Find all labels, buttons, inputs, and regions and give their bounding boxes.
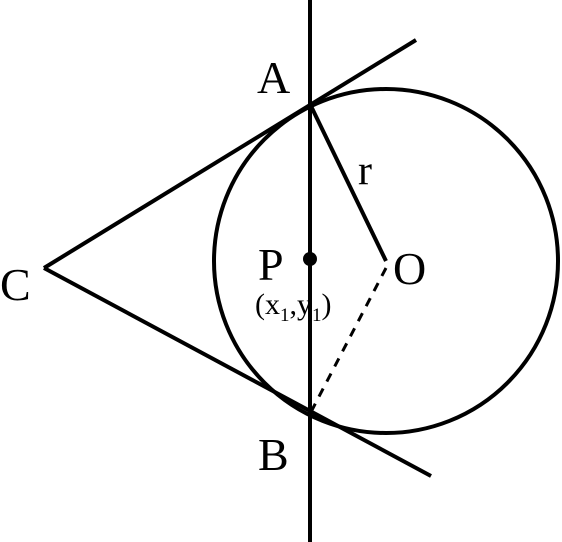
label-a: A xyxy=(257,52,290,103)
circle xyxy=(212,87,560,435)
coord-sub-2: 1 xyxy=(312,305,322,326)
tangent-line-cb xyxy=(43,266,432,478)
label-o: O xyxy=(393,243,426,294)
coord-mid: ,y xyxy=(290,288,313,321)
label-p: P xyxy=(258,239,284,290)
label-b: B xyxy=(258,429,289,480)
tangent-line-ca xyxy=(42,38,418,270)
label-r: r xyxy=(358,148,372,194)
coord-open: (x xyxy=(255,288,280,321)
label-p-coordinates: (x1,y1) xyxy=(255,288,332,326)
point-p-dot xyxy=(303,252,317,266)
coord-close: ) xyxy=(322,288,332,321)
radius-oa xyxy=(308,103,388,262)
coord-sub-1: 1 xyxy=(280,305,290,326)
label-c: C xyxy=(0,259,31,310)
